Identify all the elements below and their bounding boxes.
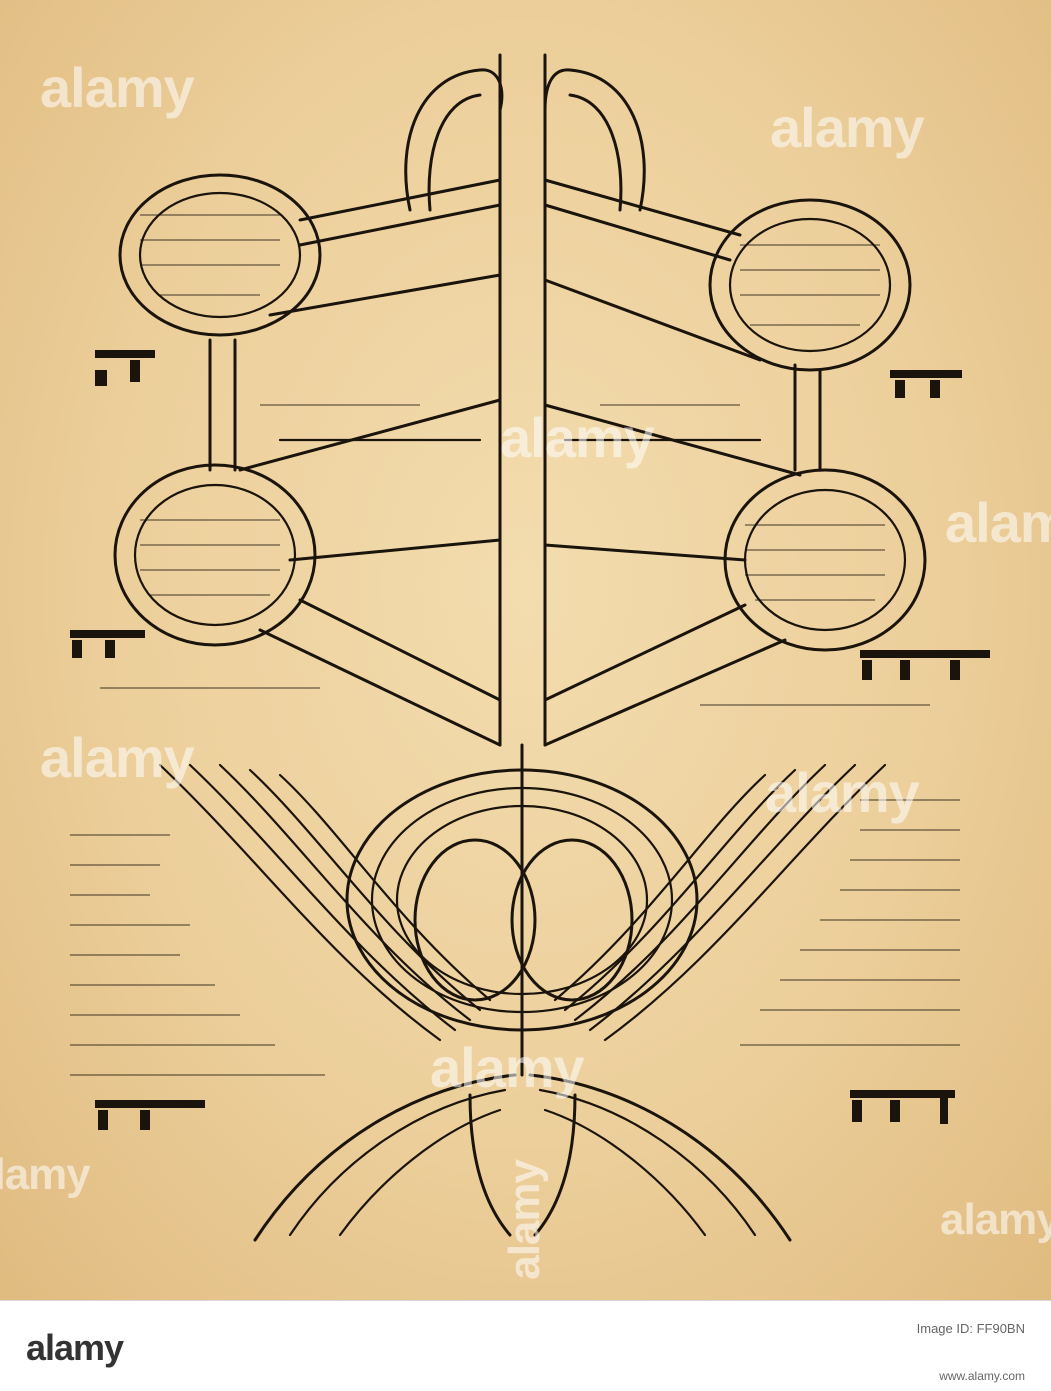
- left-radiating-arcs: [158, 763, 492, 1042]
- script-marks: [70, 214, 960, 1076]
- bold-labels: [70, 350, 990, 1130]
- central-trunk: [498, 53, 547, 1077]
- bottom-roots: [253, 1073, 792, 1242]
- lower-center-rings: [345, 768, 699, 1032]
- image-id-label: Image ID: FF90BN: [916, 1321, 1025, 1336]
- parchment-background: alamy alamy alamy alamy alamy alamy alam…: [0, 0, 1051, 1300]
- footer-url: www.alamy.com: [939, 1369, 1025, 1383]
- connecting-channels: [208, 178, 822, 747]
- upper-left-circle: [118, 173, 322, 337]
- middle-right-circle: [723, 468, 927, 652]
- upper-right-circle: [708, 198, 912, 372]
- top-loops: [404, 68, 646, 212]
- middle-left-circle: [113, 463, 317, 647]
- right-radiating-arcs: [553, 763, 887, 1042]
- kabbalistic-tree-diagram: [70, 53, 990, 1242]
- footer-bar: alamy Image ID: FF90BN www.alamy.com: [0, 1300, 1051, 1391]
- footer-logo: alamy: [26, 1327, 124, 1368]
